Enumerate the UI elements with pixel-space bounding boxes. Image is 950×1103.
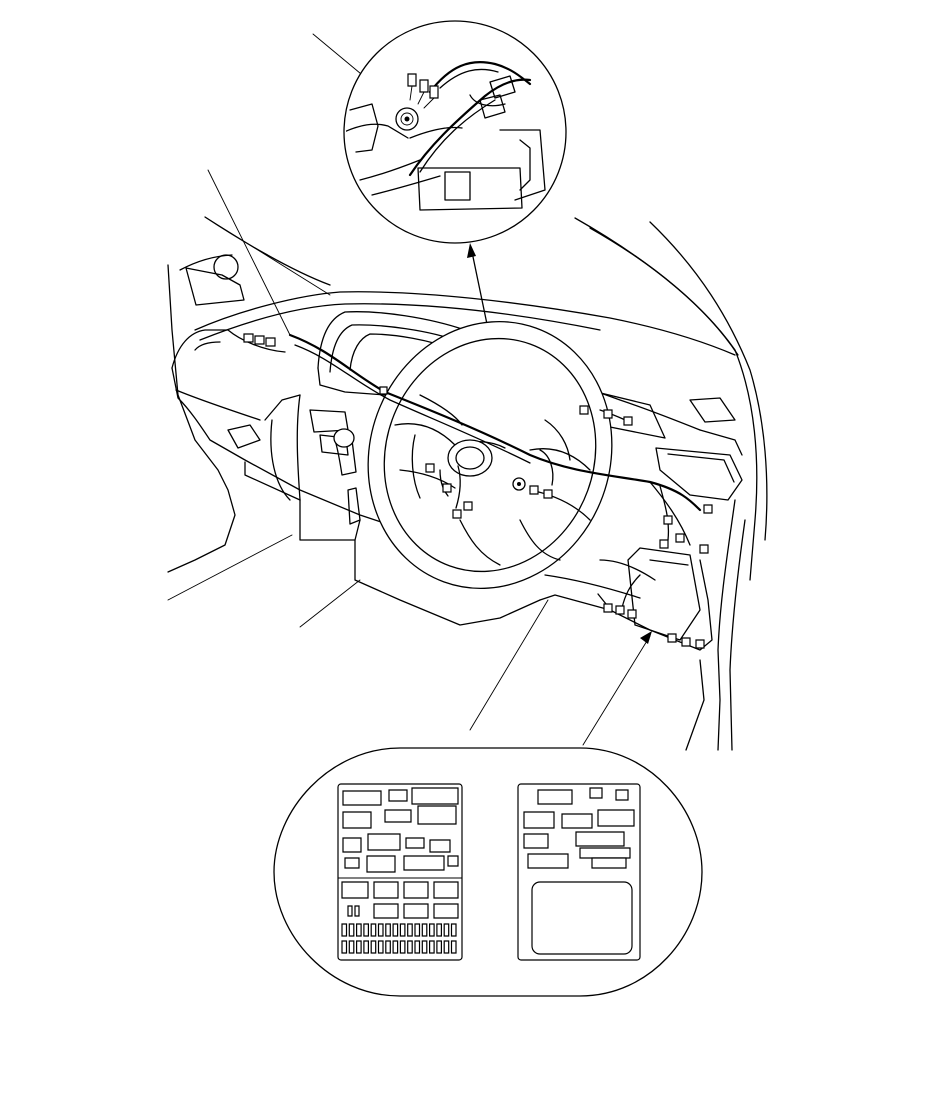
mini-fuse-icon: [415, 924, 420, 936]
connector-icon: [664, 516, 672, 524]
mini-fuse-icon: [400, 941, 405, 953]
relay-box-icon: [518, 784, 640, 960]
connector-icon: [676, 534, 684, 542]
mini-fuse-icon: [379, 924, 384, 936]
mini-fuse-icon: [400, 924, 405, 936]
connector-icon: [696, 640, 704, 648]
connector-icon: [616, 606, 624, 614]
mini-fuse-icon: [408, 941, 413, 953]
connector-icon: [530, 486, 538, 494]
mini-fuse-rows: [342, 924, 456, 953]
fuse-relay-detail-view: [274, 748, 702, 996]
connector-icon: [700, 545, 708, 553]
connector-icon: [660, 540, 668, 548]
connector-icon: [624, 417, 632, 425]
arrowhead-fuse-box: [640, 631, 652, 644]
connector-icon: [668, 634, 676, 642]
steering-wheel-rim-inner: [352, 309, 628, 602]
mini-fuse-icon: [437, 924, 442, 936]
mini-fuse-icon: [357, 924, 362, 936]
mini-fuse-icon: [364, 924, 369, 936]
connector-icon: [604, 410, 612, 418]
connector-icon: [628, 610, 636, 618]
mini-fuse-icon: [444, 924, 449, 936]
connectors: [380, 387, 712, 648]
connector-icon: [682, 638, 690, 646]
connector-icon: [704, 505, 712, 513]
leader-line-fuse-box: [583, 636, 650, 745]
steering-wheel-icon: [331, 287, 649, 623]
mini-fuse-icon: [430, 941, 435, 953]
mini-fuse-icon: [422, 941, 427, 953]
connector-icon: [443, 484, 451, 492]
connector-icon: [544, 490, 552, 498]
mini-fuse-icon: [371, 924, 376, 936]
dashboard-assembly: [168, 217, 767, 750]
mini-fuse-icon: [393, 924, 398, 936]
mini-fuse-icon: [408, 924, 413, 936]
mini-fuse-icon: [452, 941, 457, 953]
mini-fuse-icon: [364, 941, 369, 953]
mini-fuse-icon: [349, 924, 354, 936]
mini-fuse-icon: [452, 924, 457, 936]
mini-fuse-icon: [379, 941, 384, 953]
mini-fuse-icon: [342, 941, 347, 953]
mini-fuse-icon: [393, 941, 398, 953]
mini-fuse-icon: [349, 941, 354, 953]
mini-fuse-icon: [386, 941, 391, 953]
mini-fuse-icon: [415, 941, 420, 953]
connector-icon: [453, 510, 461, 518]
leader-line-upper-harness: [208, 170, 290, 335]
leader-line-lower-left: [168, 535, 292, 600]
detail-view-ground-connection: [344, 21, 566, 243]
leader-line-under-dash: [470, 600, 548, 730]
connector-icon: [380, 387, 387, 394]
connector-icon: [464, 502, 472, 510]
fuse-box-icon: [338, 784, 462, 960]
mini-fuse-icon: [357, 941, 362, 953]
mini-fuse-icon: [437, 941, 442, 953]
mini-fuse-icon: [371, 941, 376, 953]
mini-fuse-icon: [422, 924, 427, 936]
mini-fuse-icon: [430, 924, 435, 936]
leader-line-column-lower: [300, 580, 360, 627]
connector-icon: [604, 604, 612, 612]
connector-icon: [580, 406, 588, 414]
connector-icon: [426, 464, 434, 472]
mini-fuse-icon: [342, 924, 347, 936]
mini-fuse-icon: [386, 924, 391, 936]
mini-fuse-icon: [444, 941, 449, 953]
